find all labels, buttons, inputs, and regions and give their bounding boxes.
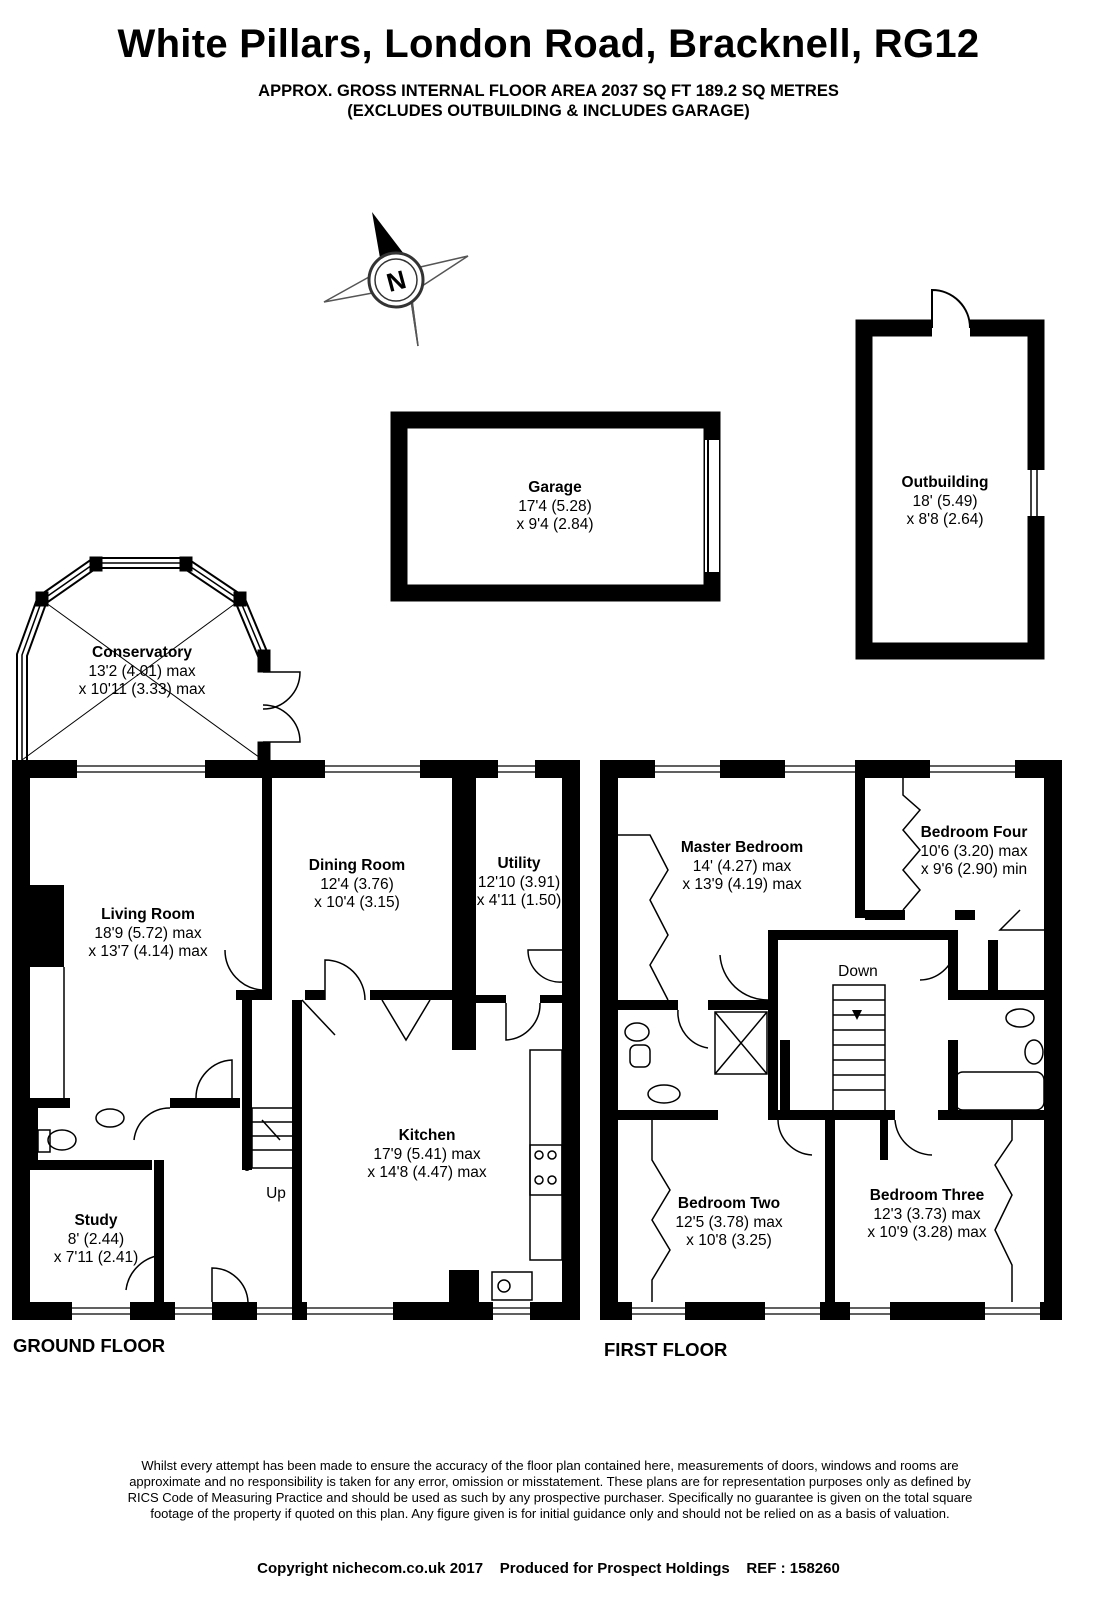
- first-floor-walls: [600, 760, 1062, 1320]
- dining-room-dim1: 12'4 (3.76): [320, 876, 394, 893]
- dining-room-label: Dining Room: [309, 857, 405, 874]
- floor-plan-drawing: N: [12, 212, 1062, 1320]
- master-bedroom-dim2: x 13'9 (4.19) max: [682, 876, 802, 893]
- outbuilding-label: Outbuilding: [902, 474, 989, 491]
- study-label: Study: [74, 1212, 117, 1229]
- conservatory-dim1: 13'2 (4.01) max: [88, 663, 195, 680]
- floor-area-note: (EXCLUDES OUTBUILDING & INCLUDES GARAGE): [347, 102, 750, 120]
- copyright-line: Copyright nichecom.co.uk 2017 Produced f…: [257, 1560, 840, 1577]
- bedroom-three-dim2: x 10'9 (3.28) max: [867, 1224, 987, 1241]
- garage-label: Garage: [528, 479, 582, 496]
- first-floor-label: FIRST FLOOR: [604, 1339, 728, 1360]
- floor-area-line: APPROX. GROSS INTERNAL FLOOR AREA 2037 S…: [258, 82, 839, 100]
- first-floor-fittings: [618, 778, 1045, 1302]
- living-room-dim2: x 13'7 (4.14) max: [88, 943, 208, 960]
- bedroom-four-dim1: 10'6 (3.20) max: [920, 843, 1027, 860]
- dining-room-dim2: x 10'4 (3.15): [314, 894, 400, 911]
- bedroom-four-dim2: x 9'6 (2.90) min: [921, 861, 1027, 878]
- utility-label: Utility: [497, 855, 540, 872]
- plan-title: White Pillars, London Road, Bracknell, R…: [117, 22, 980, 66]
- garage-dim1: 17'4 (5.28): [518, 498, 592, 515]
- bedroom-four-label: Bedroom Four: [921, 824, 1028, 841]
- outbuilding-dim2: x 8'8 (2.64): [906, 511, 983, 528]
- outbuilding-dim1: 18' (5.49): [913, 493, 978, 510]
- ground-floor-fittings: [37, 949, 563, 1303]
- conservatory-dim2: x 10'11 (3.33) max: [79, 681, 206, 698]
- living-room-dim1: 18'9 (5.72) max: [94, 925, 201, 942]
- conservatory-label: Conservatory: [92, 644, 192, 661]
- bedroom-three-label: Bedroom Three: [870, 1187, 985, 1204]
- study-dim1: 8' (2.44): [68, 1231, 124, 1248]
- stair-marker: [244, 1165, 250, 1171]
- ground-floor-windows: [17, 765, 535, 1315]
- stairs-down-label: Down: [838, 963, 878, 980]
- garage-dim2: x 9'4 (2.84): [516, 516, 593, 533]
- master-bedroom-label: Master Bedroom: [681, 839, 803, 856]
- garage-outline: [390, 411, 721, 602]
- kitchen-dim2: x 14'8 (4.47) max: [367, 1164, 487, 1181]
- bedroom-three-dim1: 12'3 (3.73) max: [873, 1206, 980, 1223]
- bedroom-two-dim2: x 10'8 (3.25): [686, 1232, 772, 1249]
- first-floor-windows: [605, 765, 1057, 1315]
- kitchen-dim1: 17'9 (5.41) max: [373, 1146, 480, 1163]
- utility-dim1: 12'10 (3.91): [478, 874, 560, 891]
- conservatory-outline: [16, 556, 301, 765]
- study-dim2: x 7'11 (2.41): [54, 1249, 139, 1266]
- utility-dim2: x 4'11 (1.50): [477, 892, 562, 909]
- ground-floor-label: GROUND FLOOR: [13, 1335, 166, 1356]
- room-labels: Garage 17'4 (5.28) x 9'4 (2.84) Outbuild…: [54, 474, 1028, 1266]
- bedroom-two-label: Bedroom Two: [678, 1195, 780, 1212]
- living-room-label: Living Room: [101, 906, 195, 923]
- stair-down-arrow-icon: [852, 1010, 862, 1020]
- ground-floor-walls: [12, 760, 580, 1320]
- master-bedroom-dim1: 14' (4.27) max: [693, 858, 792, 875]
- outbuilding-outline: [855, 288, 1046, 660]
- stairs-up-label: Up: [266, 1185, 286, 1202]
- compass-icon: N: [323, 212, 469, 347]
- disclaimer-text: Whilst every attempt has been made to en…: [127, 1458, 973, 1521]
- kitchen-label: Kitchen: [399, 1127, 456, 1144]
- bedroom-two-dim1: 12'5 (3.78) max: [675, 1214, 782, 1231]
